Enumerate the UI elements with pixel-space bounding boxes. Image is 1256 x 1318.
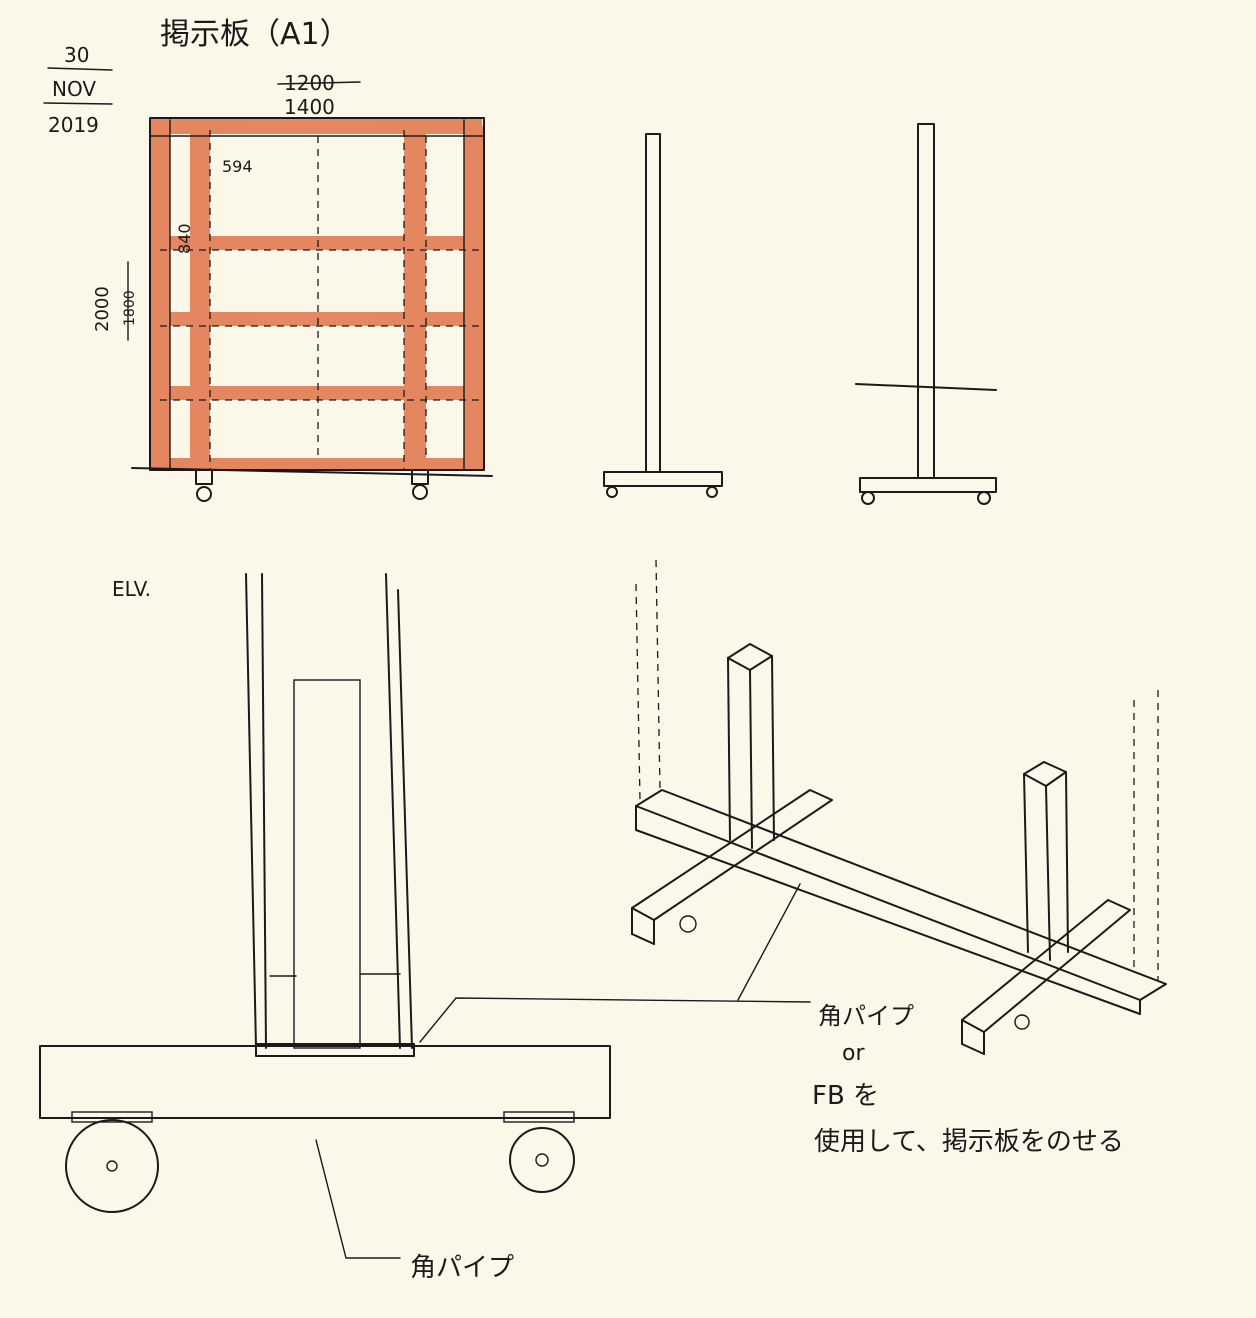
dimension-height-struck: 1800 [122,290,138,326]
base-isometric-view [631,559,1167,1055]
dimension-row-height: 840 [175,223,194,254]
annotation-fb: FB を [812,1081,879,1111]
board-frame [150,118,484,470]
annotation-or: or [842,1041,865,1066]
date-stamp: 30 NOV 2019 [43,43,113,137]
board-side-view-1 [603,133,723,498]
board-front-view: 1200 1400 594 8 [92,71,493,502]
annotation-place-board: 使用して、掲示板をのせる [814,1127,1124,1157]
board-side-view-2 [855,123,997,505]
dimension-height: 2000 [92,286,113,332]
date-year: 2019 [48,113,99,137]
date-month: NOV [52,77,96,101]
dimension-width-new: 1400 [284,95,335,119]
sheet-grid [160,130,480,470]
annotation-square-pipe-top: 角パイプ [818,1002,914,1030]
elevation-label: ELV. [112,577,151,601]
annotation-square-pipe-bottom: 角パイプ [410,1253,514,1283]
caster-wheel-right [509,1127,575,1193]
dimension-sheet-width: 594 [222,157,253,176]
leader-lines [315,883,811,1259]
drawing-title: 掲示板（A1） [160,17,350,52]
caster-wheel-left [65,1119,159,1213]
base-elevation-view [39,573,611,1213]
date-day: 30 [64,43,89,67]
